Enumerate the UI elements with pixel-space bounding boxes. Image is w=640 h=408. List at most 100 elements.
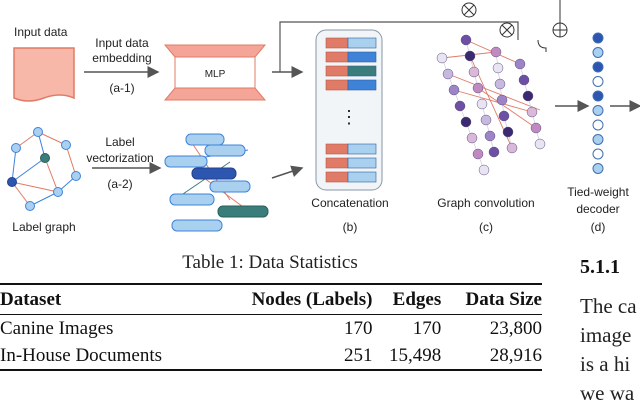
concatenation-label: Concatenation <box>311 196 388 210</box>
mlp-label: MLP <box>205 69 226 80</box>
concat-ellipsis: ⋮ <box>340 107 358 127</box>
cell-data-size: 23,800 <box>489 318 542 339</box>
decoder-column: Tied-weight decoder (d) <box>567 32 629 234</box>
header-edges: Edges <box>392 289 442 310</box>
gc-node <box>454 100 466 112</box>
skip-connection <box>279 21 519 72</box>
concat-row-left <box>325 143 349 155</box>
body-line: is a hi <box>580 352 631 376</box>
gc-node <box>460 116 472 128</box>
section-number: 5.1.1 <box>580 256 620 278</box>
body-line: The ca <box>580 294 637 318</box>
gc-edge <box>477 87 537 129</box>
gc-node <box>436 52 448 64</box>
gc-node <box>530 122 542 134</box>
decoder-label-1: Tied-weight <box>567 185 629 199</box>
mlp-block: MLP <box>163 44 267 101</box>
concat-row-left <box>325 51 349 63</box>
concatenation-block: ⋮ Concatenation (b) <box>311 29 389 234</box>
gc-node <box>502 126 514 138</box>
gc-node <box>492 62 504 74</box>
gc-node <box>488 146 500 158</box>
concat-row-left <box>325 171 349 183</box>
decoder-node <box>592 163 604 174</box>
graph-convolution-label: Graph convolution <box>437 196 534 210</box>
gc-node <box>476 98 488 110</box>
cell-edges: 15,498 <box>388 345 442 366</box>
gc-node <box>498 110 510 122</box>
gc-node <box>490 46 502 58</box>
gc-node <box>526 106 538 118</box>
decoder-node <box>592 105 604 116</box>
concat-row-right <box>347 37 377 49</box>
body-line: we wa <box>580 381 635 405</box>
arrow-vectors-concat <box>271 165 304 179</box>
embedding-label-2: embedding <box>92 51 151 65</box>
gc-node <box>484 130 496 142</box>
concat-row-left <box>325 65 349 77</box>
concat-row-right <box>347 171 377 183</box>
cell-dataset: In-House Documents <box>0 345 162 366</box>
gc-edge <box>453 89 533 113</box>
decoder-node <box>592 76 604 87</box>
cell-nodes: 251 <box>343 345 373 366</box>
gc-node <box>472 82 484 94</box>
label-graph: Label graph <box>7 127 81 234</box>
gc-node <box>472 148 484 160</box>
gc-node <box>480 114 492 126</box>
concat-row-right <box>347 65 377 77</box>
cell-nodes: 170 <box>343 318 373 339</box>
gc-node <box>442 68 454 80</box>
operator-nodes <box>461 0 568 52</box>
body-text-snippet: The ca image is a hi we wa <box>580 292 640 408</box>
table-header-row: Dataset Nodes (Labels) Edges Data Size <box>0 284 542 315</box>
input-data-document: Input data <box>13 25 75 102</box>
gc-node <box>496 94 508 106</box>
architecture-figure: Input data Input data embedding (a-1) ML… <box>7 0 640 234</box>
label-vectors <box>164 133 269 232</box>
data-statistics-table: Dataset Nodes (Labels) Edges Data Size C… <box>0 283 542 371</box>
gc-node <box>448 84 460 96</box>
graph-convolution-block: Graph convolution (c) <box>436 34 546 234</box>
concat-row-right <box>347 51 377 63</box>
vectorization-id: (a-2) <box>107 177 132 191</box>
decoder-label-2: decoder <box>576 202 619 216</box>
concat-row-right <box>347 157 377 169</box>
vectorization-label-2: vectorization <box>86 151 153 165</box>
gc-node <box>494 78 506 90</box>
decoder-node <box>592 134 604 145</box>
header-data-size: Data Size <box>465 289 542 310</box>
gc-node <box>466 132 478 144</box>
gc-node <box>464 50 476 62</box>
cell-data-size: 28,916 <box>489 345 542 366</box>
gc-node <box>506 142 518 154</box>
decoder-node <box>592 47 604 58</box>
gc-node <box>460 34 472 46</box>
gc-edge <box>447 73 541 111</box>
decoder-node <box>592 148 604 160</box>
gc-node <box>518 74 530 86</box>
header-nodes: Nodes (Labels) <box>251 289 373 310</box>
cell-edges: 170 <box>412 318 442 339</box>
concat-row-right <box>347 79 377 91</box>
table-row: In-House Documents 251 15,498 28,916 <box>0 342 542 370</box>
gc-node <box>514 58 526 70</box>
cell-dataset: Canine Images <box>0 318 114 339</box>
gc-node <box>468 66 480 78</box>
gc-node <box>478 164 490 176</box>
decoder-node <box>592 32 604 44</box>
gc-node <box>534 138 546 150</box>
concat-row-right <box>347 143 377 155</box>
table-row: Canine Images 170 170 23,800 <box>0 315 542 343</box>
concat-row-left <box>325 79 349 91</box>
graph-convolution-id: (c) <box>479 220 493 234</box>
label-graph-label: Label graph <box>12 220 75 234</box>
body-line: image <box>580 323 632 347</box>
concat-row-left <box>325 37 349 49</box>
gc-node <box>522 90 534 102</box>
table-caption: Table 1: Data Statistics <box>182 252 358 273</box>
decoder-node <box>592 90 604 102</box>
header-dataset: Dataset <box>0 289 62 310</box>
embedding-label-1: Input data <box>95 36 149 50</box>
decoder-node <box>592 61 604 73</box>
